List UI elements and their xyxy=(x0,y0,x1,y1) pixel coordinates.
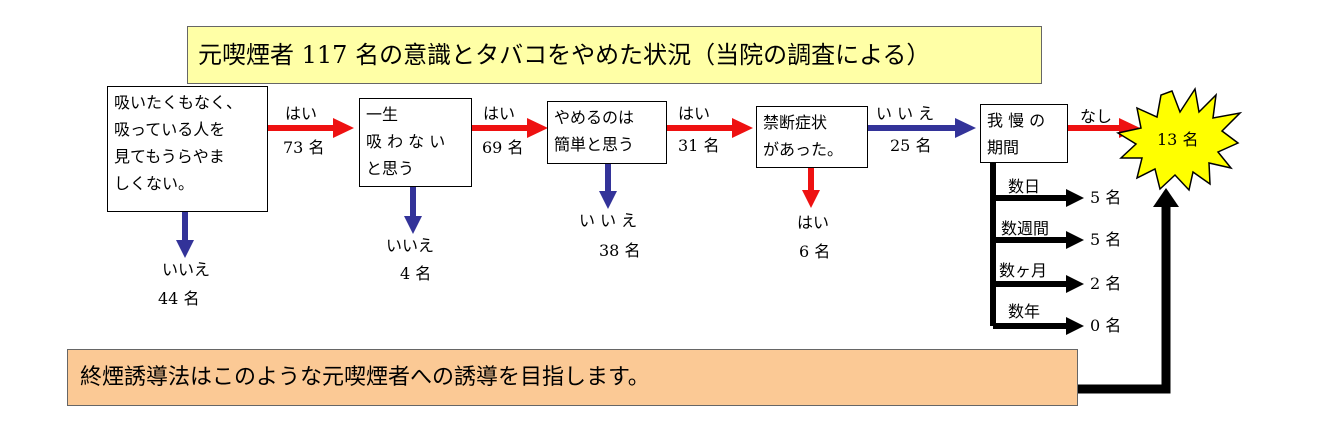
box-line: 見てもうらやま xyxy=(114,147,225,166)
box-line: 禁断症状 xyxy=(763,113,828,132)
footer-to-result-arrow xyxy=(1078,188,1179,394)
period-arrows xyxy=(990,163,1084,335)
side-count-4: 6 名 xyxy=(799,242,831,261)
period-label-4: 数年 xyxy=(1008,302,1041,321)
flow-count-4: 25 名 xyxy=(890,136,932,155)
flow-count-1: 73 名 xyxy=(283,138,325,157)
side-arrow-1 xyxy=(176,212,194,258)
period-count-1: 5 名 xyxy=(1090,188,1122,207)
side-count-2: 4 名 xyxy=(400,264,432,283)
flow-arrow-3 xyxy=(667,118,753,138)
period-label-3: 数ヶ月 xyxy=(999,261,1048,280)
side-answer-3: い い え xyxy=(579,211,638,230)
result-count: 13 名 xyxy=(1157,130,1199,149)
period-count-4: 0 名 xyxy=(1090,316,1122,335)
side-arrow-2 xyxy=(404,187,422,234)
box-line: 我 慢 の xyxy=(987,111,1046,130)
question-box-3: やめるのは 簡単と思う xyxy=(547,101,667,164)
period-label-1: 数日 xyxy=(1008,177,1041,196)
diagram-title: 元喫煙者 117 名の意識とタバコをやめた状況（当院の調査による） xyxy=(187,26,1042,84)
period-label-2: 数週間 xyxy=(1001,219,1050,238)
period-count-2: 5 名 xyxy=(1090,230,1122,249)
question-box-4: 禁断症状 があった。 xyxy=(756,106,868,168)
box-line: 吸っている人を xyxy=(114,120,226,139)
box-line: しくない。 xyxy=(114,174,195,193)
side-answer-4: はい xyxy=(797,213,830,232)
footer-message: 終煙誘導法はこのような元喫煙者への誘導を目指します。 xyxy=(67,349,1078,406)
box-line: があった。 xyxy=(763,140,844,159)
box-line: 吸 わ な い xyxy=(366,132,446,151)
box-line: 吸いたくもなく、 xyxy=(114,93,243,112)
box-line: やめるのは xyxy=(554,108,635,127)
box-line: と思う xyxy=(366,159,415,178)
box-line: 期間 xyxy=(987,138,1020,157)
flow-answer-4: い い え xyxy=(876,104,935,123)
side-answer-1: いいえ xyxy=(162,260,211,279)
period-count-3: 2 名 xyxy=(1090,274,1122,293)
side-arrow-4 xyxy=(802,168,820,208)
box-line: 簡単と思う xyxy=(554,135,635,154)
box-line: 一生 xyxy=(366,105,399,124)
question-box-5: 我 慢 の 期間 xyxy=(980,104,1068,163)
flow-answer-5: なし xyxy=(1080,107,1113,126)
flow-arrow-2 xyxy=(472,118,548,138)
flow-answer-1: はい xyxy=(285,104,318,123)
flow-answer-3: はい xyxy=(678,104,711,123)
side-arrow-3 xyxy=(599,164,617,209)
question-box-1: 吸いたくもなく、 吸っている人を 見てもうらやま しくない。 xyxy=(107,86,268,212)
question-box-2: 一生 吸 わ な い と思う xyxy=(359,98,472,187)
side-count-1: 44 名 xyxy=(158,289,200,308)
side-answer-2: いいえ xyxy=(386,236,435,255)
flow-arrow-4 xyxy=(868,118,976,138)
flow-count-2: 69 名 xyxy=(482,138,524,157)
flow-answer-2: はい xyxy=(483,104,516,123)
result-starburst xyxy=(1116,86,1243,192)
side-count-3: 38 名 xyxy=(599,241,641,260)
flow-arrow-1 xyxy=(268,118,354,138)
flow-count-3: 31 名 xyxy=(678,136,720,155)
